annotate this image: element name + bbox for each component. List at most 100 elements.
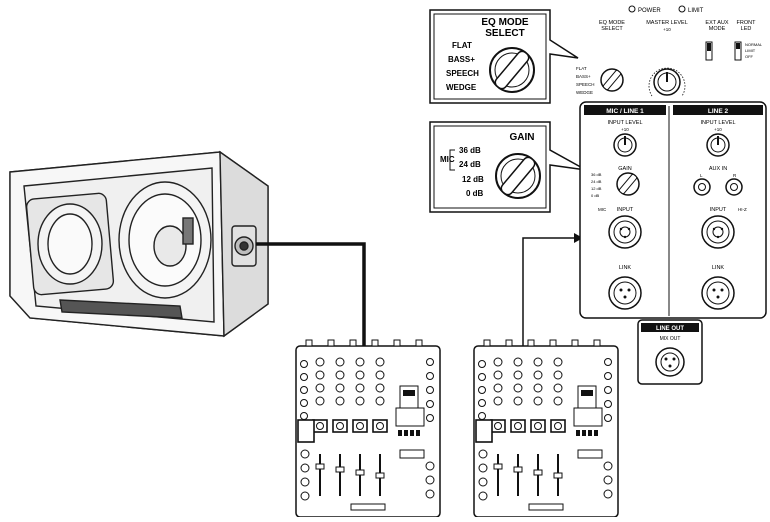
side-knob[interactable] (300, 386, 308, 394)
eq-mode-knob[interactable] (489, 47, 535, 93)
side-knob[interactable] (426, 372, 434, 380)
crossfader[interactable] (528, 503, 564, 511)
channel-knob[interactable] (375, 383, 385, 393)
channel-knob[interactable] (533, 357, 543, 367)
channel-knob[interactable] (375, 370, 385, 380)
channel-knob[interactable] (513, 383, 523, 393)
side-knob[interactable] (426, 414, 434, 422)
side-knob[interactable] (300, 373, 308, 381)
side-knob[interactable] (478, 477, 488, 487)
channel-knob[interactable] (316, 422, 324, 430)
side-knob[interactable] (604, 358, 612, 366)
channel-fader[interactable] (375, 472, 385, 479)
channel-fader[interactable] (335, 466, 345, 473)
ch1-gain-knob[interactable] (616, 172, 640, 196)
channel-knob[interactable] (335, 383, 345, 393)
master-level-knob[interactable] (648, 67, 686, 97)
channel-knob[interactable] (513, 357, 523, 367)
side-knob[interactable] (478, 412, 486, 420)
side-knob[interactable] (478, 360, 486, 368)
channel-fader[interactable] (355, 469, 365, 476)
channel-knob[interactable] (533, 383, 543, 393)
side-knob[interactable] (478, 449, 488, 459)
side-knob[interactable] (425, 461, 435, 471)
channel-knob[interactable] (513, 396, 523, 406)
side-knob[interactable] (425, 489, 435, 499)
side-knob[interactable] (300, 449, 310, 459)
channel-knob[interactable] (533, 396, 543, 406)
channel-fader[interactable] (513, 466, 523, 473)
side-knob[interactable] (478, 386, 486, 394)
ch1-link-jack[interactable] (608, 276, 642, 310)
side-knob[interactable] (604, 372, 612, 380)
side-knob[interactable] (300, 360, 308, 368)
channel-knob[interactable] (355, 370, 365, 380)
side-knob[interactable] (300, 477, 310, 487)
channel-knob[interactable] (335, 357, 345, 367)
channel-fader[interactable] (493, 463, 503, 470)
channel-knob[interactable] (533, 370, 543, 380)
front-led-switch[interactable] (734, 41, 742, 61)
left-button-block[interactable] (475, 419, 493, 443)
eq-small-knob[interactable] (600, 68, 624, 92)
channel-knob[interactable] (375, 396, 385, 406)
side-knob[interactable] (300, 412, 308, 420)
side-knob[interactable] (478, 463, 488, 473)
ch2-combo-input-jack[interactable] (701, 215, 735, 249)
channel-knob[interactable] (553, 396, 563, 406)
side-knob[interactable] (426, 386, 434, 394)
channel-knob[interactable] (513, 370, 523, 380)
ext-aux-switch[interactable] (705, 41, 713, 61)
crossfader-area[interactable] (577, 449, 603, 459)
ch2-link-jack[interactable] (701, 276, 735, 310)
crossfader[interactable] (350, 503, 386, 511)
channel-knob[interactable] (553, 383, 563, 393)
side-knob[interactable] (300, 491, 310, 501)
ch1-input-level-knob[interactable] (613, 133, 637, 157)
channel-knob[interactable] (494, 422, 502, 430)
channel-knob[interactable] (315, 370, 325, 380)
channel-knob[interactable] (356, 422, 364, 430)
side-knob[interactable] (478, 399, 486, 407)
channel-knob[interactable] (493, 383, 503, 393)
channel-knob[interactable] (376, 422, 384, 430)
channel-knob[interactable] (493, 370, 503, 380)
channel-knob[interactable] (493, 357, 503, 367)
channel-knob[interactable] (493, 396, 503, 406)
side-knob[interactable] (604, 414, 612, 422)
side-knob[interactable] (425, 475, 435, 485)
side-knob[interactable] (426, 358, 434, 366)
channel-fader[interactable] (553, 472, 563, 479)
gain-knob[interactable] (495, 153, 541, 199)
channel-knob[interactable] (375, 357, 385, 367)
side-knob[interactable] (478, 373, 486, 381)
ch2-aux-in-r-jack[interactable] (725, 178, 743, 196)
side-knob[interactable] (300, 399, 308, 407)
ch2-input-level-knob[interactable] (706, 133, 730, 157)
channel-knob[interactable] (534, 422, 542, 430)
channel-knob[interactable] (355, 383, 365, 393)
side-knob[interactable] (300, 463, 310, 473)
channel-knob[interactable] (336, 422, 344, 430)
channel-knob[interactable] (335, 396, 345, 406)
side-knob[interactable] (603, 475, 613, 485)
side-knob[interactable] (604, 386, 612, 394)
channel-knob[interactable] (315, 383, 325, 393)
channel-knob[interactable] (553, 370, 563, 380)
channel-knob[interactable] (554, 422, 562, 430)
side-knob[interactable] (426, 400, 434, 408)
side-knob[interactable] (603, 461, 613, 471)
side-knob[interactable] (478, 491, 488, 501)
side-knob[interactable] (604, 400, 612, 408)
channel-knob[interactable] (514, 422, 522, 430)
channel-knob[interactable] (355, 357, 365, 367)
channel-knob[interactable] (315, 396, 325, 406)
channel-knob[interactable] (355, 396, 365, 406)
channel-fader[interactable] (315, 463, 325, 470)
ch2-aux-in-l-jack[interactable] (693, 178, 711, 196)
channel-knob[interactable] (553, 357, 563, 367)
channel-fader[interactable] (533, 469, 543, 476)
crossfader-area[interactable] (399, 449, 425, 459)
channel-knob[interactable] (315, 357, 325, 367)
line-out-jack[interactable] (655, 347, 685, 377)
